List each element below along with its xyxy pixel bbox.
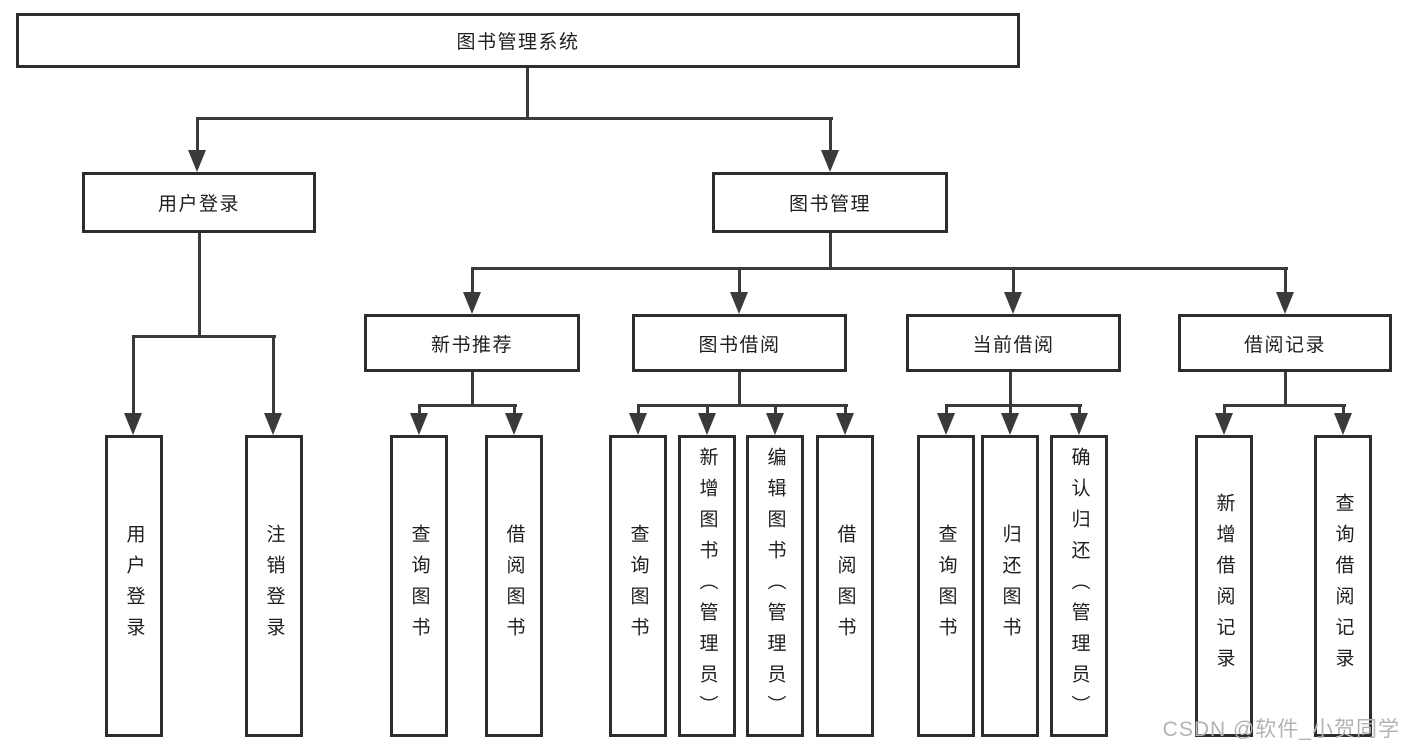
arrowhead xyxy=(124,413,142,435)
node-query-books-borrow: 查询图书 xyxy=(609,435,667,737)
arrowhead xyxy=(1334,413,1352,435)
connector-line xyxy=(1009,404,1012,416)
node-user-login: 用户登录 xyxy=(82,172,316,233)
connector-line xyxy=(1284,372,1287,406)
node-return-book: 归还图书 xyxy=(981,435,1039,737)
node-query-books-recommend: 查询图书 xyxy=(390,435,448,737)
arrowhead xyxy=(188,150,206,172)
connector-line xyxy=(844,404,847,416)
node-label: 注销登录 xyxy=(263,524,285,648)
connector-line xyxy=(132,335,135,415)
arrowhead xyxy=(937,413,955,435)
arrowhead xyxy=(698,413,716,435)
connector-line xyxy=(1009,372,1012,406)
arrowhead xyxy=(463,292,481,314)
node-label: 借阅图书 xyxy=(834,524,856,648)
node-label: 图书借阅 xyxy=(698,334,781,356)
connector-line xyxy=(637,404,640,416)
node-borrow-books-recommend: 借阅图书 xyxy=(485,435,543,737)
node-label: 借阅记录 xyxy=(1243,334,1326,356)
node-label: 新增图书（管理员） xyxy=(696,446,718,726)
arrowhead xyxy=(264,413,282,435)
node-label: 图书管理 xyxy=(788,194,871,215)
node-label: 归还图书 xyxy=(999,524,1021,648)
connector-line xyxy=(196,117,199,153)
node-label: 编辑图书（管理员） xyxy=(764,446,786,726)
node-label: 查询图书 xyxy=(935,524,957,648)
node-book-borrow: 图书借阅 xyxy=(632,314,847,372)
node-label: 新增借阅记录 xyxy=(1213,493,1235,679)
connector-line xyxy=(1012,267,1015,295)
arrowhead xyxy=(1004,292,1022,314)
connector-line xyxy=(526,68,529,120)
arrowhead xyxy=(766,413,784,435)
node-user-login-leaf: 用户登录 xyxy=(105,435,163,737)
connector-line xyxy=(1284,267,1287,295)
node-borrow-records: 借阅记录 xyxy=(1178,314,1392,372)
connector-line xyxy=(196,117,833,120)
connector-line xyxy=(945,404,948,416)
node-query-books-current: 查询图书 xyxy=(917,435,975,737)
node-borrow-books: 借阅图书 xyxy=(816,435,874,737)
connector-line xyxy=(418,404,421,416)
arrowhead xyxy=(1276,292,1294,314)
node-confirm-return-admin: 确认归还（管理员） xyxy=(1050,435,1108,737)
arrowhead xyxy=(1001,413,1019,435)
node-new-book-recommend: 新书推荐 xyxy=(364,314,580,372)
connector-line xyxy=(471,267,1288,270)
node-query-borrow-record: 查询借阅记录 xyxy=(1314,435,1372,737)
arrowhead xyxy=(410,413,428,435)
node-label: 借阅图书 xyxy=(503,524,525,648)
node-library-system: 图书管理系统 xyxy=(16,13,1020,68)
connector-line xyxy=(1078,404,1081,416)
arrowhead xyxy=(505,413,523,435)
arrowhead xyxy=(1070,413,1088,435)
arrowhead xyxy=(629,413,647,435)
arrowhead xyxy=(821,150,839,172)
node-logout: 注销登录 xyxy=(245,435,303,737)
connector-line xyxy=(706,404,709,416)
connector-line xyxy=(945,404,1082,407)
connector-line xyxy=(132,335,276,338)
node-label: 确认归还（管理员） xyxy=(1068,446,1090,726)
connector-line xyxy=(829,117,832,153)
node-label: 查询图书 xyxy=(408,524,430,648)
arrowhead xyxy=(730,292,748,314)
connector-line xyxy=(272,335,275,415)
connector-line xyxy=(774,404,777,416)
connector-line xyxy=(738,267,741,295)
connector-line xyxy=(829,233,832,270)
connector-line xyxy=(198,233,201,337)
csdn-watermark: CSDN @软件_小贺同学 xyxy=(1162,718,1400,741)
node-label: 新书推荐 xyxy=(430,334,513,356)
node-label: 查询借阅记录 xyxy=(1332,493,1354,679)
node-edit-book-admin: 编辑图书（管理员） xyxy=(746,435,804,737)
node-label: 查询图书 xyxy=(627,524,649,648)
arrowhead xyxy=(836,413,854,435)
node-book-management: 图书管理 xyxy=(712,172,948,233)
connector-line xyxy=(513,404,516,416)
node-label: 图书管理系统 xyxy=(456,32,580,53)
connector-line xyxy=(1223,404,1226,416)
arrowhead xyxy=(1215,413,1233,435)
node-add-borrow-record: 新增借阅记录 xyxy=(1195,435,1253,737)
node-add-book-admin: 新增图书（管理员） xyxy=(678,435,736,737)
connector-line xyxy=(637,404,848,407)
node-current-borrow: 当前借阅 xyxy=(906,314,1121,372)
connector-line xyxy=(418,404,517,407)
connector-line xyxy=(738,372,741,406)
node-label: 当前借阅 xyxy=(972,334,1055,356)
node-label: 用户登录 xyxy=(123,524,145,648)
connector-line xyxy=(471,372,474,406)
connector-line xyxy=(1342,404,1345,416)
connector-line xyxy=(471,267,474,295)
node-label: 用户登录 xyxy=(157,194,240,215)
connector-line xyxy=(1223,404,1346,407)
